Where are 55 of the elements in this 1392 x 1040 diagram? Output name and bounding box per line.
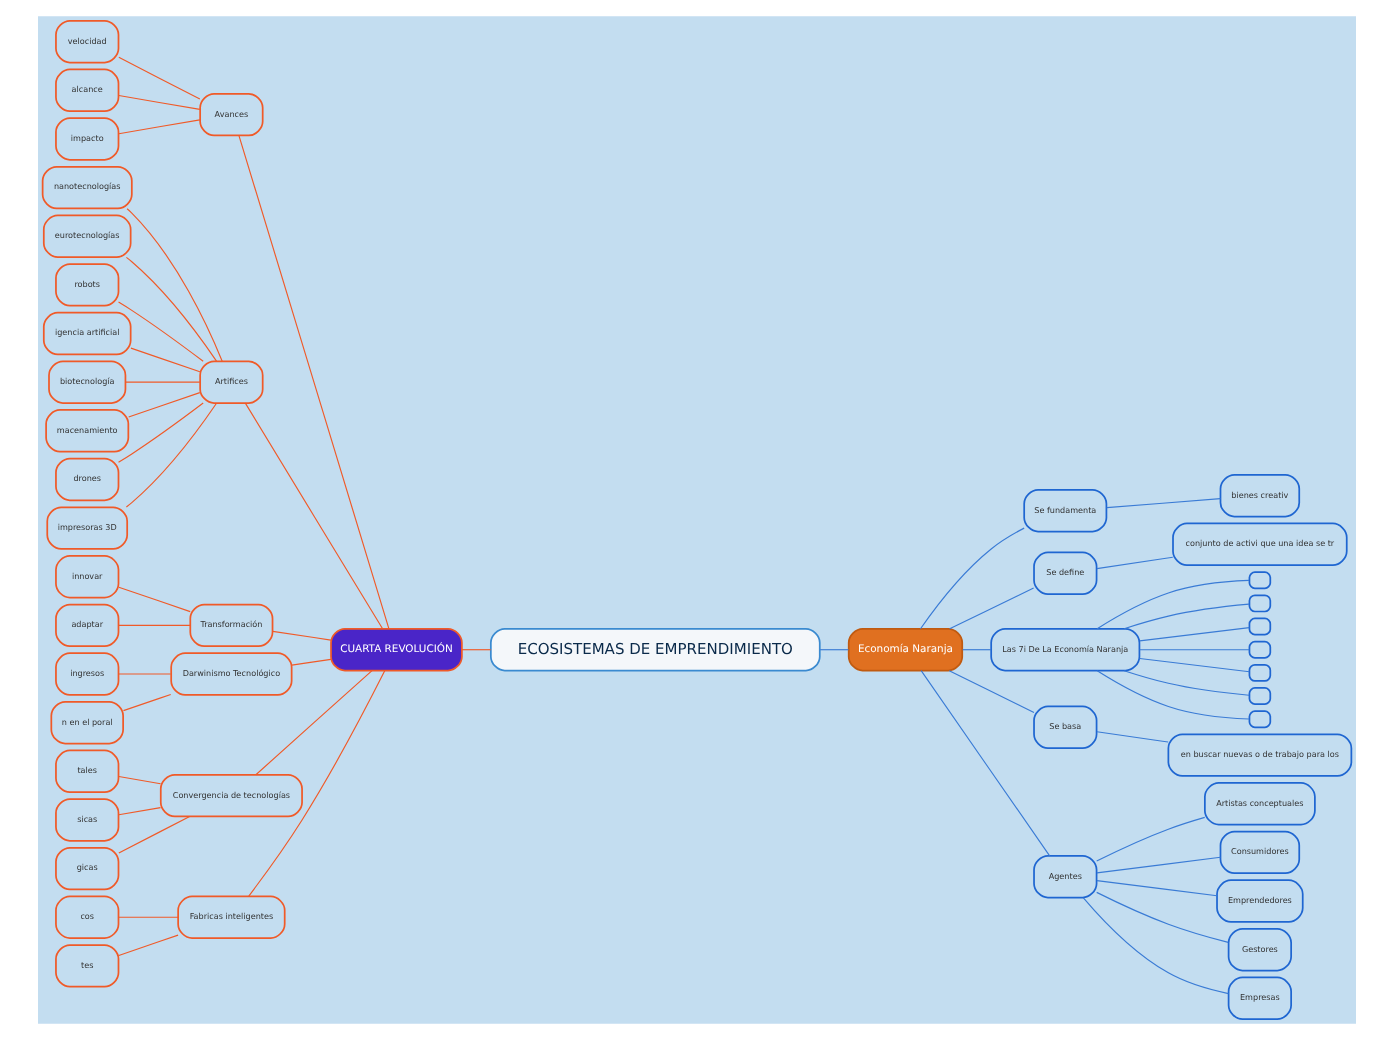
connector bbox=[1138, 657, 1249, 673]
connector bbox=[237, 135, 389, 630]
connector bbox=[117, 94, 200, 110]
connector bbox=[1122, 603, 1249, 630]
connector bbox=[918, 527, 1024, 630]
connector bbox=[243, 402, 383, 630]
connector bbox=[290, 658, 331, 666]
connector bbox=[1095, 880, 1217, 897]
node-box bbox=[1247, 710, 1271, 729]
connector bbox=[961, 649, 991, 651]
connector bbox=[1095, 670, 1249, 720]
connector bbox=[1095, 731, 1168, 743]
connector bbox=[919, 670, 1050, 857]
connector bbox=[116, 301, 203, 362]
connector bbox=[121, 693, 171, 712]
connector bbox=[1138, 649, 1249, 651]
connector bbox=[254, 670, 372, 776]
connector bbox=[117, 56, 200, 100]
connector bbox=[1095, 891, 1228, 943]
connector bbox=[1095, 816, 1205, 862]
connector bbox=[124, 402, 217, 508]
connector bbox=[1081, 897, 1228, 995]
connector bbox=[117, 119, 200, 135]
connector bbox=[1138, 627, 1249, 642]
connector bbox=[1095, 579, 1249, 630]
connector bbox=[125, 208, 222, 362]
node-box bbox=[1247, 687, 1271, 705]
connector bbox=[124, 256, 217, 362]
connector bbox=[117, 815, 190, 854]
connector bbox=[127, 392, 200, 418]
node-box bbox=[1247, 617, 1271, 636]
connector bbox=[117, 934, 178, 957]
connector bbox=[460, 649, 491, 651]
node-box bbox=[1247, 640, 1271, 659]
node-box bbox=[1247, 571, 1271, 590]
connector bbox=[117, 775, 161, 785]
connector bbox=[116, 402, 203, 463]
node-box bbox=[1247, 594, 1271, 613]
connector bbox=[947, 670, 1034, 714]
node-box bbox=[1247, 663, 1271, 682]
connector bbox=[271, 630, 331, 641]
connector bbox=[247, 670, 385, 897]
connector bbox=[818, 649, 848, 651]
connector bbox=[1105, 498, 1220, 509]
connector bbox=[117, 807, 161, 816]
connector bbox=[117, 916, 178, 918]
connector bbox=[124, 381, 200, 383]
connector bbox=[1122, 670, 1249, 696]
connector bbox=[117, 624, 190, 626]
connector bbox=[117, 673, 171, 675]
connector bbox=[1095, 856, 1221, 874]
connector bbox=[117, 586, 190, 613]
connector bbox=[1095, 556, 1173, 570]
connector bbox=[948, 587, 1034, 630]
connector bbox=[129, 347, 200, 373]
